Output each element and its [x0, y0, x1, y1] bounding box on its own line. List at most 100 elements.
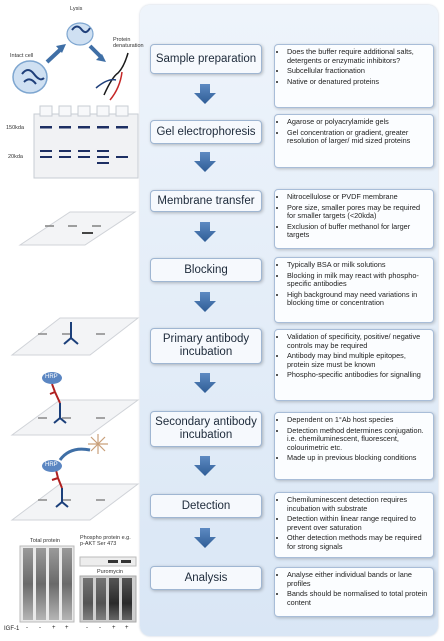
- note-item: Detection method determines conjugation.…: [287, 426, 429, 453]
- analysis-blots: [19, 545, 137, 623]
- membrane-sheet: [18, 211, 137, 246]
- denatured-protein-icon: [103, 52, 129, 96]
- note-item: Made up in previous blocking conditions: [287, 454, 429, 463]
- down-arrow-icon: [194, 456, 216, 476]
- note-item: Phospho-specific antibodies for signalli…: [287, 371, 429, 380]
- step-title: Secondary antibody incubation: [155, 416, 257, 441]
- igf-sign: -: [86, 625, 88, 631]
- step-title: Detection: [181, 499, 231, 512]
- step-title: Membrane transfer: [157, 194, 255, 207]
- primary-antibody-icon: [63, 322, 79, 345]
- note-item: Other detection methods may be required …: [287, 534, 429, 551]
- down-arrow-icon: [194, 84, 216, 104]
- note-item: Native or denatured proteins: [287, 77, 429, 87]
- igf-sign: -: [39, 625, 41, 631]
- step-gel-electrophoresis: Gel electrophoresis: [150, 120, 262, 144]
- notes-sample-preparation: Does the buffer require additional salts…: [274, 44, 434, 108]
- note-item: Antibody may bind multiple epitopes, pro…: [287, 351, 429, 369]
- intact-cell-icon: [12, 60, 48, 94]
- note-item: Bands should be normalised to total prot…: [287, 589, 429, 607]
- membrane-illustration: [18, 211, 137, 246]
- note-item: Exclusion of buffer methanol for larger …: [287, 222, 429, 240]
- denatured-protein-icon: [109, 71, 123, 101]
- note-item: Detection within linear range required t…: [287, 514, 429, 532]
- step-title: Analysis: [184, 571, 228, 584]
- primary-antibody-icon: [53, 403, 67, 424]
- igf-sign: +: [112, 625, 116, 631]
- igf-sign: -: [26, 625, 28, 631]
- phospho-protein-label: Phospho protein e.g. p-AKT Ser 473: [80, 535, 131, 547]
- igf-sign: +: [125, 625, 129, 631]
- down-arrow-icon: [194, 528, 216, 548]
- secondary-antibody-illustration: [10, 372, 140, 436]
- sample-prep-illustration: [12, 22, 129, 101]
- step-membrane-transfer: Membrane transfer: [150, 190, 262, 212]
- primary-antibody-illustration: [10, 317, 140, 356]
- notes-blocking: Typically BSA or milk solutionsBlocking …: [274, 257, 434, 323]
- light-signal-icon: [88, 434, 108, 454]
- step-detection: Detection: [150, 494, 262, 518]
- puromycin-lanes: [83, 578, 132, 620]
- curved-arrow-icon: [58, 447, 91, 461]
- notes-membrane-transfer: Nitrocellulose or PVDF membranePore size…: [274, 189, 434, 249]
- marker-150kda-label: 150kda: [6, 125, 25, 131]
- notes-gel-electrophoresis: Agarose or polyacrylamide gelsGel concen…: [274, 114, 434, 168]
- protein-denaturation-label: Protein denaturation: [113, 37, 144, 49]
- protein-cluster-icon: [21, 69, 45, 85]
- down-arrow-icon: [194, 152, 216, 172]
- note-item: Subcellular fractionation: [287, 67, 429, 76]
- total-protein-label: Total protein: [30, 538, 60, 544]
- notes-primary-antibody: Validation of specificity, positive/ neg…: [274, 329, 434, 401]
- note-item: Nitrocellulose or PVDF membrane: [287, 192, 429, 202]
- igf-sign: -: [99, 625, 101, 631]
- denatured-protein-icon: [95, 78, 117, 89]
- down-arrow-icon: [194, 373, 216, 393]
- membrane-sheet: [10, 399, 140, 436]
- fragment-icon: [71, 25, 91, 34]
- step-primary-antibody: Primary antibody incubation: [150, 328, 262, 364]
- puromycin-label: Puromycin: [97, 569, 123, 575]
- hrp-label: HRP: [45, 462, 58, 468]
- step-secondary-antibody: Secondary antibody incubation: [150, 411, 262, 447]
- membrane-sheet: [10, 317, 140, 356]
- step-analysis: Analysis: [150, 566, 262, 590]
- notes-secondary-antibody: Dependent on 1°Ab host speciesDetection …: [274, 412, 434, 480]
- membrane-sheet: [10, 483, 140, 521]
- arrow-head-icon: [56, 44, 66, 53]
- arrow-to-lysis-icon: [45, 46, 64, 64]
- step-sample-preparation: Sample preparation: [150, 44, 262, 74]
- gel-bands: [40, 126, 128, 164]
- secondary-antibody-icon: [49, 383, 61, 404]
- notes-analysis: Analyse either individual bands or lane …: [274, 567, 434, 617]
- note-item: Pore size, smaller pores may be required…: [287, 203, 429, 221]
- phospho-bands: [108, 560, 131, 563]
- down-arrow-icon: [194, 292, 216, 312]
- step-title: Sample preparation: [155, 52, 257, 65]
- hrp-enzyme-icon: [42, 372, 62, 384]
- step-blocking: Blocking: [150, 258, 262, 282]
- hrp-label: HRP: [45, 374, 58, 380]
- intact-cell-label: Intact cell: [10, 53, 34, 59]
- note-item: High background may need variations in b…: [287, 290, 429, 308]
- note-item: Chemiluminescent detection requires incu…: [287, 495, 429, 513]
- gel-illustration: [33, 105, 139, 179]
- note-item: Dependent on 1°Ab host species: [287, 415, 429, 425]
- detection-illustration: [10, 434, 140, 521]
- note-item: Blocking in milk may react with phospho-…: [287, 271, 429, 289]
- igf-label: IGF-1: [4, 626, 20, 632]
- note-item: Analyse either individual bands or lane …: [287, 570, 429, 588]
- note-item: Typically BSA or milk solutions: [287, 260, 429, 270]
- down-arrow-icon: [194, 222, 216, 242]
- note-item: Agarose or polyacrylamide gels: [287, 117, 429, 127]
- note-item: Does the buffer require additional salts…: [287, 47, 429, 65]
- note-item: Validation of specificity, positive/ neg…: [287, 332, 429, 350]
- step-title: Primary antibody incubation: [162, 333, 250, 358]
- arrow-head-icon: [96, 54, 106, 62]
- hrp-enzyme-icon: [42, 460, 62, 472]
- igf-sign: +: [65, 625, 69, 631]
- lysis-label: Lysis: [70, 6, 83, 12]
- primary-antibody-icon: [55, 488, 69, 508]
- igf-sign: +: [52, 625, 56, 631]
- total-protein-lanes: [23, 548, 72, 620]
